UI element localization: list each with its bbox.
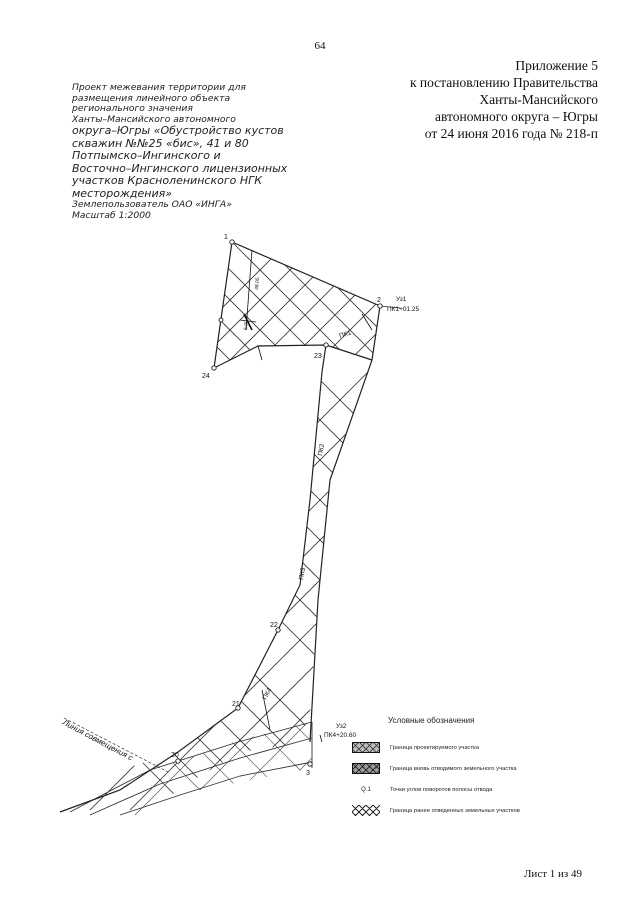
- label-vertex-1: 1: [224, 234, 228, 241]
- vertex-3: [307, 761, 313, 767]
- appendix-line: автономного округа – Югры: [435, 109, 598, 124]
- appendix-line: Приложение 5: [515, 58, 598, 73]
- legend-symbol-vertex: Q.1: [361, 786, 371, 793]
- label-vertex-24: 24: [202, 373, 210, 380]
- label-vertex-2: 2: [377, 297, 381, 304]
- legend: Условные обозначения Граница проектируем…: [352, 716, 520, 821]
- legend-text: Граница вновь отводимого земельного учас…: [390, 765, 517, 772]
- plot-boundary: [59, 241, 401, 813]
- label-uz2: Уз2: [336, 723, 347, 730]
- label-pk1-distance: ПК1+01.25: [387, 306, 420, 313]
- project-line: регионального значения: [72, 103, 193, 115]
- label-dimension-a: 5.00: [243, 320, 250, 330]
- label-vertex-22: 22: [270, 622, 278, 629]
- land-user: Землепользователь ОАО «ИНГА»: [72, 199, 232, 211]
- project-line: размещения линейного объекта: [72, 92, 231, 104]
- project-line: участков Красноленинского НГК: [72, 174, 263, 188]
- vertex-22: [275, 627, 281, 633]
- project-line: Восточно–Ингинского лицензионных: [72, 161, 288, 175]
- label-match-line: Линия совмещения с: [60, 717, 134, 762]
- page-number: 64: [314, 40, 326, 52]
- hatch-strips: [109, 722, 312, 815]
- appendix-line: к постановлению Правительства: [409, 75, 598, 90]
- legend-symbol-new-plot: [352, 763, 380, 774]
- sheet-number: Лист 1 из 49: [523, 868, 582, 880]
- vertex-labels: 1 2 3 20 21 22 23 24: [171, 234, 381, 777]
- label-pk4: ПК4: [262, 687, 274, 701]
- legend-symbol-project: [352, 742, 380, 753]
- project-title-block: Проект межевания территории для размещен…: [72, 82, 288, 222]
- legend-title: Условные обозначения: [388, 716, 475, 725]
- appendix-line: от 24 июня 2016 года № 218-п: [424, 126, 598, 141]
- vertex-points: [175, 239, 383, 767]
- vertex-24: [211, 365, 217, 371]
- lower-strips: [69, 721, 313, 816]
- label-dimension-b: 48.05: [254, 277, 261, 290]
- dimension-lines: [239, 249, 373, 743]
- legend-row: Q.1 Точки углов поворотов полосы отвода: [352, 779, 520, 800]
- vertex-2: [377, 303, 383, 309]
- legend-row: Граница вновь отводимого земельного учас…: [352, 758, 520, 779]
- hatch-top: [214, 242, 380, 368]
- legend-row: Граница проектируемого участка: [352, 737, 520, 758]
- project-line: Ханты–Мансийского автономного: [72, 113, 236, 125]
- label-pk3: ПК3: [298, 567, 307, 580]
- label-vertex-3: 3: [306, 770, 310, 777]
- label-vertex-23: 23: [314, 353, 322, 360]
- legend-text: Точки углов поворотов полосы отвода: [390, 786, 493, 793]
- project-line: скважин №№25 «бис», 41 и 80: [72, 136, 249, 150]
- label-pk1: ПК1: [338, 329, 352, 340]
- label-pk2: ПК2: [317, 443, 326, 456]
- appendix-header: Приложение 5 к постановлению Правительст…: [410, 57, 598, 142]
- hatch-riser: [278, 345, 372, 742]
- vertex-23: [323, 342, 329, 348]
- appendix-line: Ханты-Мансийского: [479, 92, 598, 107]
- match-line: [63, 717, 169, 773]
- legend-symbol-previous: [352, 805, 380, 816]
- project-line: Потпымско–Ингинского и: [72, 149, 221, 163]
- legend-text: Граница ранее отведенных земельных участ…: [390, 807, 520, 814]
- vertex-20: [175, 758, 181, 764]
- project-line: месторождения»: [72, 186, 172, 200]
- project-line: округа–Югры «Обустройство кустов: [72, 124, 284, 138]
- project-line: Проект межевания территории для: [72, 82, 246, 93]
- label-uz1: Уз1: [396, 296, 407, 303]
- vertex-mid: [218, 317, 224, 323]
- vertex-21: [235, 705, 241, 711]
- label-vertex-20: 20: [171, 752, 179, 759]
- legend-row: Граница ранее отведенных земельных участ…: [352, 800, 520, 821]
- vertex-1: [229, 239, 235, 245]
- survey-drawing: 1 2 3 20 21 22 23 24 Уз1 ПК1+01.25 ПК1 П…: [59, 234, 420, 816]
- legend-text: Граница проектируемого участка: [390, 744, 479, 751]
- label-vertex-21: 21: [232, 701, 240, 708]
- label-pk4-distance: ПК4+20.60: [324, 732, 357, 739]
- scale: Масштаб 1:2000: [72, 209, 151, 221]
